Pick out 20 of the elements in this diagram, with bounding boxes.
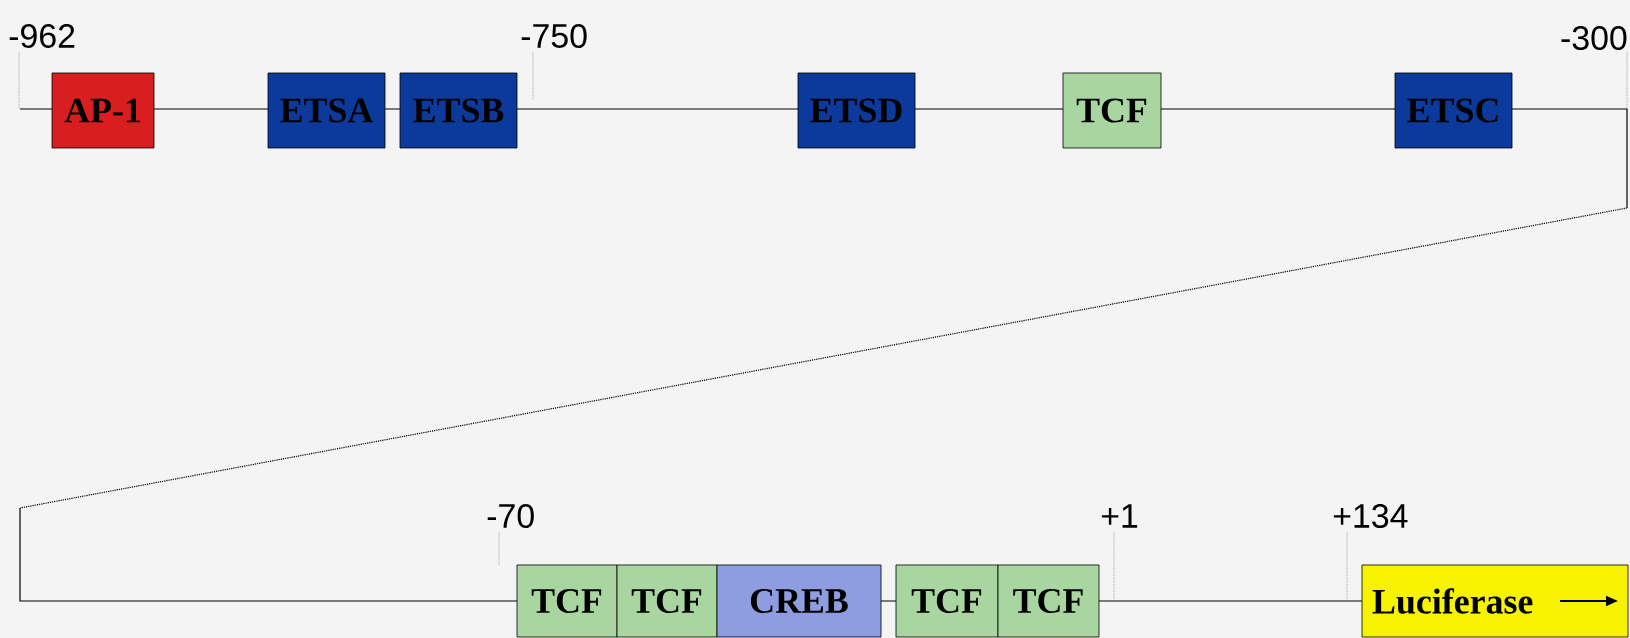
- position-label: +1: [1101, 504, 1138, 528]
- position-label: -300: [1561, 26, 1627, 50]
- binding-site-box: AP-1: [51, 72, 155, 149]
- binding-site-box: ETSA: [267, 72, 386, 149]
- binding-site-box: ETSC: [1394, 72, 1513, 149]
- binding-site-box: TCF: [997, 564, 1100, 638]
- binding-site-box: TCF: [516, 564, 618, 638]
- position-label: +134: [1333, 504, 1408, 528]
- binding-site-box: TCF: [895, 564, 999, 638]
- node-label: TCF: [531, 588, 602, 614]
- position-label: -962: [9, 24, 75, 48]
- node-label: TCF: [911, 588, 982, 614]
- position-label: -750: [521, 24, 587, 48]
- binding-site-box: TCF: [616, 564, 718, 638]
- position-label: -70: [487, 504, 534, 528]
- binding-site-box: ETSB: [399, 72, 518, 149]
- binding-site-box: ETSD: [797, 72, 916, 149]
- binding-site-box: TCF: [1062, 72, 1162, 149]
- reporter-gene-box: Luciferase: [1361, 564, 1629, 638]
- binding-site-box: CREB: [716, 564, 882, 638]
